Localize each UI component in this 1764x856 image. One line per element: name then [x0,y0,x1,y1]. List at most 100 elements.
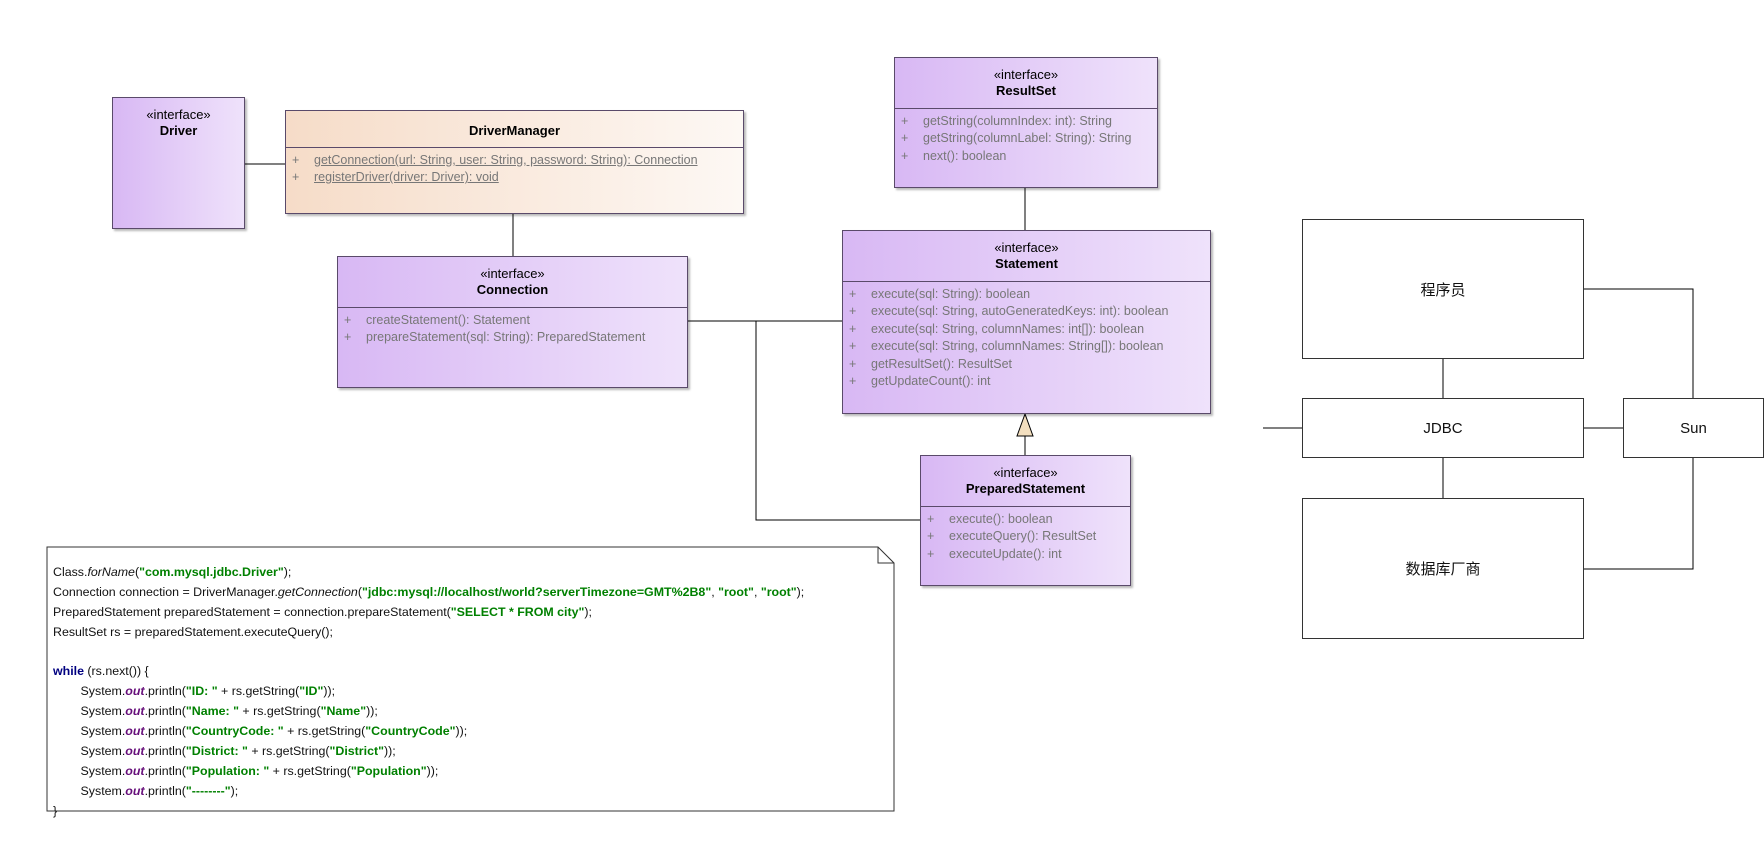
code-token: "Population: " [185,763,270,778]
code-note[interactable]: Class.forName("com.mysql.jdbc.Driver");C… [46,546,895,818]
code-token: , [753,584,761,599]
sun-box[interactable]: Sun [1623,398,1764,458]
preparedstatement-operations: + execute(): boolean + executeQuery(): R… [921,506,1130,563]
visibility-public: + [927,546,935,561]
code-token: System. [53,744,126,759]
resultset-operations: + getString(columnIndex: int): String + … [895,108,1157,165]
operation-getstring-label: + getString(columnLabel: String): String [895,130,1157,147]
code-token: , [711,584,719,599]
code-token: + rs.getString( [283,724,366,739]
code-token: "District: " [185,744,248,759]
code-token: System. [53,684,126,699]
operation-execute: + execute(): boolean [921,511,1130,528]
operation-signature: getString(columnLabel: String): String [923,131,1132,146]
sun-label: Sun [1680,419,1707,437]
operation-signature: getString(columnIndex: int): String [923,114,1112,128]
statement-operations: + execute(sql: String): boolean + execut… [843,281,1210,390]
code-token: "root" [718,584,754,599]
code-token: + rs.getString( [238,704,321,719]
code-token: ); [230,783,239,798]
code-token: "Name" [320,704,367,719]
code-token: while [53,664,84,679]
operation-createstatement: + createStatement(): Statement [338,312,687,329]
preparedstatement-name: PreparedStatement [965,481,1086,496]
operation-execute-keys: + execute(sql: String, autoGeneratedKeys… [843,303,1210,320]
visibility-public: + [292,153,300,167]
vendor-box[interactable]: 数据库厂商 [1302,498,1584,639]
code-token: + rs.getString( [269,763,351,778]
programmer-sun-link [1584,288,1694,398]
code-token: out [125,783,145,798]
code-token: )); [366,704,378,719]
code-line: } [53,802,804,822]
code-token: + rs.getString( [247,744,330,759]
code-token: ); [796,584,805,599]
code-token: System. [53,763,126,778]
code-token: + rs.getString( [217,684,300,699]
operation-signature: createStatement(): Statement [366,313,530,327]
resultset-interface[interactable]: «interface» ResultSet + getString(column… [894,57,1158,188]
connection-operations: + createStatement(): Statement + prepare… [338,307,687,347]
code-token: )); [323,684,336,699]
code-token: "ID: " [185,684,218,699]
code-line: System.out.println("Name: " + rs.getStri… [53,702,804,722]
code-token: "com.mysql.jdbc.Driver" [139,565,284,579]
jdbc-box[interactable]: JDBC [1302,398,1584,458]
operation-next: + next(): boolean [895,148,1157,165]
preparedstatement-interface[interactable]: «interface» PreparedStatement + execute(… [920,455,1131,586]
code-token: "jdbc:mysql://localhost/world?serverTime… [361,584,712,599]
jdbc-label: JDBC [1423,419,1463,437]
preparedstatement-stereotype: «interface» [993,465,1058,480]
code-token: Class. [53,565,88,579]
driver-stereotype: «interface» [146,107,211,122]
visibility-public: + [849,374,857,389]
visibility-public: + [849,287,857,301]
operation-signature: next(): boolean [923,148,1007,163]
code-token: } [53,803,58,818]
connection-interface[interactable]: «interface» Connection + createStatement… [337,256,688,388]
operation-signature: getConnection(url: String, user: String,… [314,153,698,167]
programmer-box[interactable]: 程序员 [1302,219,1584,359]
connection-name: Connection [476,282,549,297]
operation-executeupdate: + executeUpdate(): int [921,546,1130,563]
operation-signature: execute(): boolean [949,512,1053,526]
code-line: ResultSet rs = preparedStatement.execute… [53,623,804,643]
visibility-public: + [927,529,935,544]
statement-interface[interactable]: «interface» Statement + execute(sql: Str… [842,230,1211,414]
code-line: Class.forName("com.mysql.jdbc.Driver"); [53,563,804,583]
code-token: System. [53,724,126,739]
code-line: System.out.println("Population: " + rs.g… [53,762,804,782]
operation-getresultset: + getResultSet(): ResultSet [843,356,1210,373]
code-token: System. [53,783,126,798]
driver-interface[interactable]: «interface» Driver [112,97,245,229]
code-token: ( [357,584,362,599]
operation-preparestatement: + prepareStatement(sql: String): Prepare… [338,329,687,346]
drivermanager-class[interactable]: DriverManager + getConnection(url: Strin… [285,110,744,214]
programmer-label: 程序员 [1420,281,1466,299]
code-token: "Name: " [185,704,239,719]
vendor-label: 数据库厂商 [1405,561,1481,578]
visibility-public: + [901,114,909,128]
visibility-public: + [901,131,909,146]
generalization-arrow-head [1016,412,1034,437]
code-line [53,643,804,663]
visibility-public: + [901,148,909,163]
operation-getconnection: + getConnection(url: String, user: Strin… [286,152,743,169]
driver-name: Driver [159,123,198,138]
code-token: "CountryCode: " [185,724,284,739]
visibility-public: + [849,339,857,354]
code-token: .println( [144,684,186,699]
code-token: .println( [144,704,186,719]
connection-preparedstatement-association [755,321,920,521]
operation-signature: execute(sql: String): boolean [871,287,1031,301]
note-frame [46,546,895,812]
code-token: "District" [329,744,384,759]
code-token: "ID" [299,684,324,699]
visibility-public: + [292,170,300,185]
visibility-public: + [849,304,857,319]
code-line: System.out.println("District: " + rs.get… [53,742,804,762]
code-snippet: Class.forName("com.mysql.jdbc.Driver");C… [53,563,804,822]
code-token: out [125,763,145,778]
visibility-public: + [849,356,857,371]
code-token: getConnection [277,584,358,599]
